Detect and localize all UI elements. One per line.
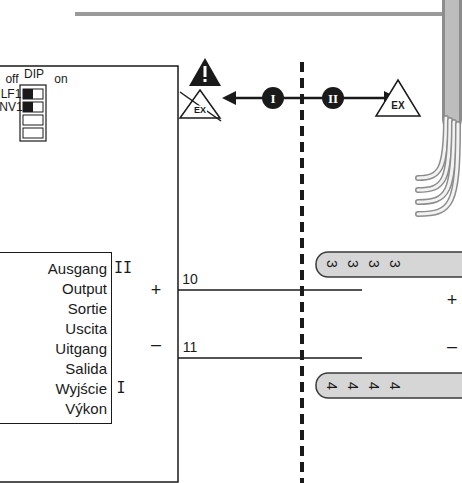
- dip-switch: [20, 85, 46, 141]
- header-rule: [75, 12, 462, 16]
- output-class: I: [116, 381, 125, 396]
- warning-triangle: [189, 58, 221, 86]
- marker-digit: 3: [367, 260, 381, 268]
- polarity-sign: +: [447, 291, 458, 309]
- output-class: II: [114, 261, 132, 276]
- polarity-sign: –: [151, 335, 161, 353]
- marker-digit: 4: [325, 382, 339, 390]
- zone-number: I: [270, 92, 275, 105]
- marker-digit: 4: [346, 382, 360, 390]
- ex-mark: EX: [193, 106, 207, 115]
- marker-digit: 3: [325, 260, 339, 268]
- switch-name: LF1: [1, 88, 22, 100]
- device-housing: [0, 66, 178, 482]
- marker-digit: 4: [367, 382, 381, 390]
- output-label-box: Ausgang Output Sortie Uscita Uitgang Sal…: [0, 252, 112, 424]
- wire-minus: [178, 357, 362, 359]
- zone-number: II: [328, 92, 338, 105]
- ex-mark: EX: [391, 101, 404, 111]
- marker-digit: 3: [346, 260, 360, 268]
- terminal-number: 11: [183, 340, 198, 354]
- marker-sleeve: [316, 373, 462, 398]
- polarity-sign: –: [447, 337, 457, 355]
- switch-title: DIP: [24, 68, 44, 80]
- marker-digit: 3: [388, 260, 402, 268]
- polarity-sign: +: [151, 281, 162, 299]
- ex-symbol: [376, 80, 420, 116]
- zone-arrow: [222, 87, 398, 109]
- output-label: Ausgang Output Sortie Uscita Uitgang Sal…: [48, 259, 107, 419]
- switch-name: NV1: [0, 101, 23, 113]
- terminal-number: 10: [182, 272, 198, 286]
- wire-plus: [178, 289, 362, 291]
- no-ex-symbol: [180, 90, 221, 121]
- marker-sleeve: [316, 252, 462, 277]
- switch-state: off: [5, 73, 18, 85]
- cable-bundle: [418, 0, 458, 214]
- zone-boundary: [300, 62, 304, 483]
- marker-digit: 4: [388, 382, 402, 390]
- switch-state: on: [54, 73, 67, 85]
